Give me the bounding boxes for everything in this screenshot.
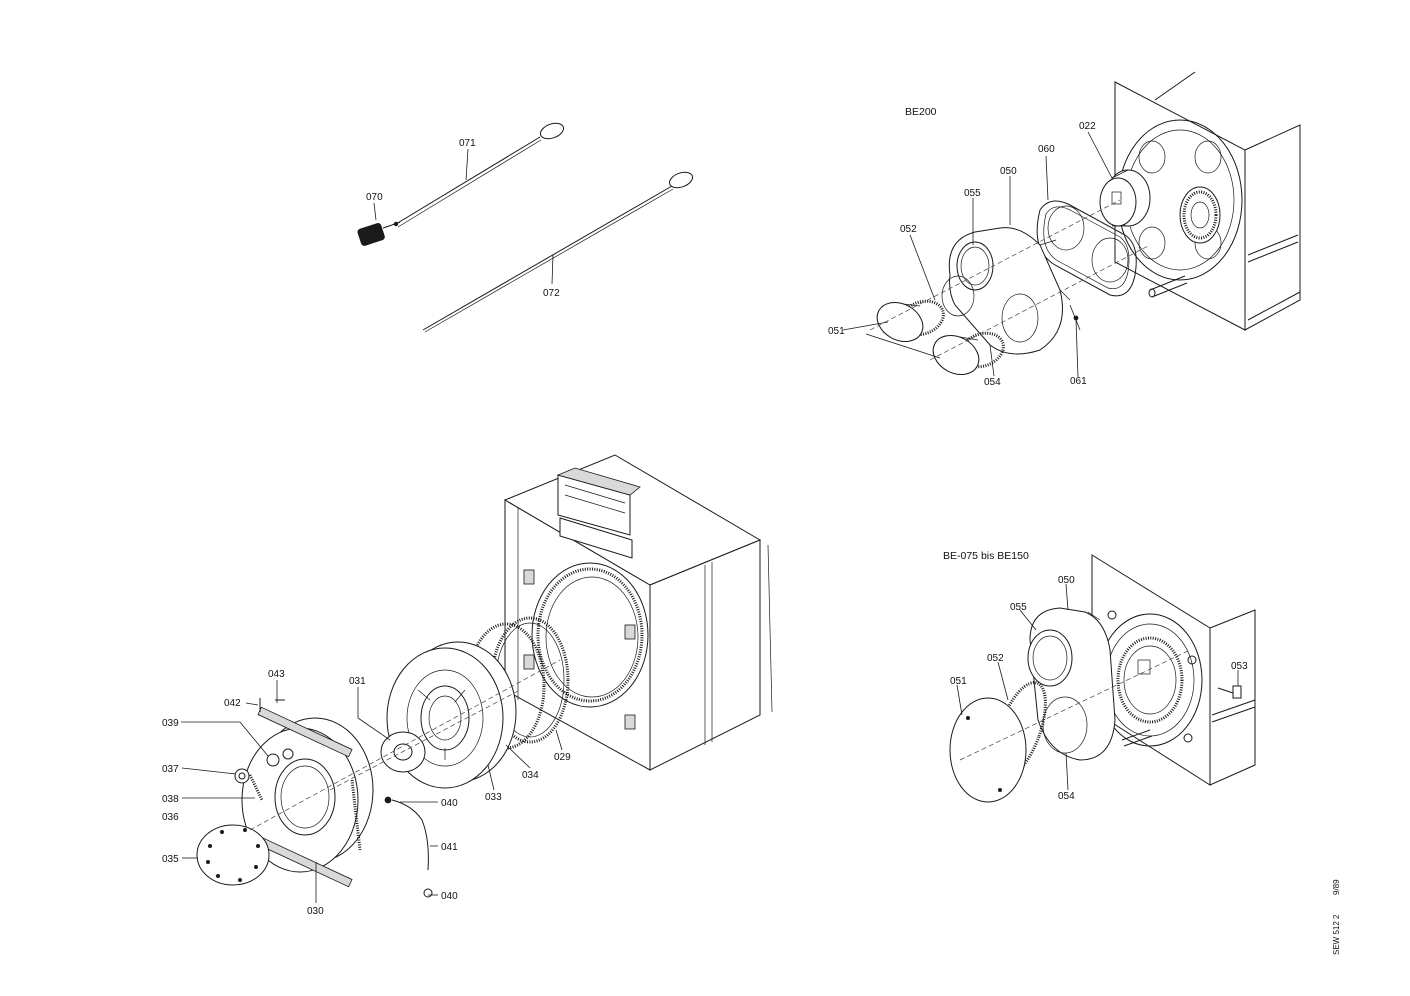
callout-031: 031 xyxy=(349,676,366,687)
part-022-hub xyxy=(1099,169,1151,227)
callout-043: 043 xyxy=(268,669,285,680)
guide-pin-small xyxy=(1121,729,1153,747)
callout-061: 061 xyxy=(1070,376,1087,387)
callout-042: 042 xyxy=(224,698,241,709)
drawing-date: 9/89 xyxy=(1332,879,1341,895)
callout-050: 050 xyxy=(1000,166,1017,177)
callout-be075-054: 054 xyxy=(1058,791,1075,802)
motor-flange-be075 xyxy=(1091,554,1256,786)
part-070-knurled-nut xyxy=(357,221,401,246)
part-031-spacer-ring xyxy=(380,731,426,773)
callout-be075-051: 051 xyxy=(950,676,967,687)
part-054-ring xyxy=(959,331,1005,369)
callout-be075-055: 055 xyxy=(1010,602,1027,613)
part-050-housing-small xyxy=(1027,607,1116,761)
motor-housing xyxy=(503,454,773,771)
callout-070: 070 xyxy=(366,192,383,203)
part-052-ring xyxy=(899,299,945,337)
part-052-ring-small xyxy=(993,681,1047,779)
part-035-cover xyxy=(196,824,270,886)
callout-035: 035 xyxy=(162,854,179,865)
callout-040-upper: 040 xyxy=(441,798,458,809)
callout-022: 022 xyxy=(1079,121,1096,132)
callout-071: 071 xyxy=(459,138,476,149)
part-061-screw xyxy=(1069,304,1081,331)
assembly-title-be200: BE200 xyxy=(905,106,937,118)
drawing-code: SEW 512 2 xyxy=(1332,914,1341,955)
margin-reference: SEW 512 2 9/89 xyxy=(1332,879,1341,955)
callout-be075-052: 052 xyxy=(987,653,1004,664)
part-051-cover-small xyxy=(949,697,1027,803)
part-041-cable xyxy=(384,796,433,898)
callout-038: 038 xyxy=(162,794,179,805)
tool-group-top-left: 070 071 072 xyxy=(357,122,694,333)
callout-054: 054 xyxy=(984,377,1001,388)
part-071-release-wire-short xyxy=(395,122,565,228)
callout-040-lower: 040 xyxy=(441,891,458,902)
callout-052: 052 xyxy=(900,224,917,235)
callout-051: 051 xyxy=(828,326,845,337)
part-050-housing xyxy=(941,227,1071,355)
assembly-be075-be150: BE-075 bis BE150 xyxy=(943,550,1256,803)
callout-037: 037 xyxy=(162,764,179,775)
callout-060: 060 xyxy=(1038,144,1055,155)
callout-039: 039 xyxy=(162,718,179,729)
callout-be075-050: 050 xyxy=(1058,575,1075,586)
assembly-motor-brake: 043 042 031 039 037 038 036 035 030 040 … xyxy=(162,454,773,917)
callout-029: 029 xyxy=(554,752,571,763)
callout-041: 041 xyxy=(441,842,458,853)
guide-pin xyxy=(1148,275,1188,298)
callout-034: 034 xyxy=(522,770,539,781)
callout-be075-053: 053 xyxy=(1231,661,1248,672)
part-053-screw xyxy=(1217,685,1242,699)
assembly-title-be075: BE-075 bis BE150 xyxy=(943,550,1029,562)
assembly-be200: BE200 xyxy=(828,71,1301,388)
part-051-cover-pair xyxy=(876,302,980,375)
part-037-nut xyxy=(234,768,250,784)
callout-055: 055 xyxy=(964,188,981,199)
part-072-release-wire-long xyxy=(422,171,694,333)
callout-036: 036 xyxy=(162,812,179,823)
motor-flange-be200 xyxy=(1114,71,1301,331)
callout-072: 072 xyxy=(543,288,560,299)
callout-033: 033 xyxy=(485,792,502,803)
callout-030: 030 xyxy=(307,906,324,917)
